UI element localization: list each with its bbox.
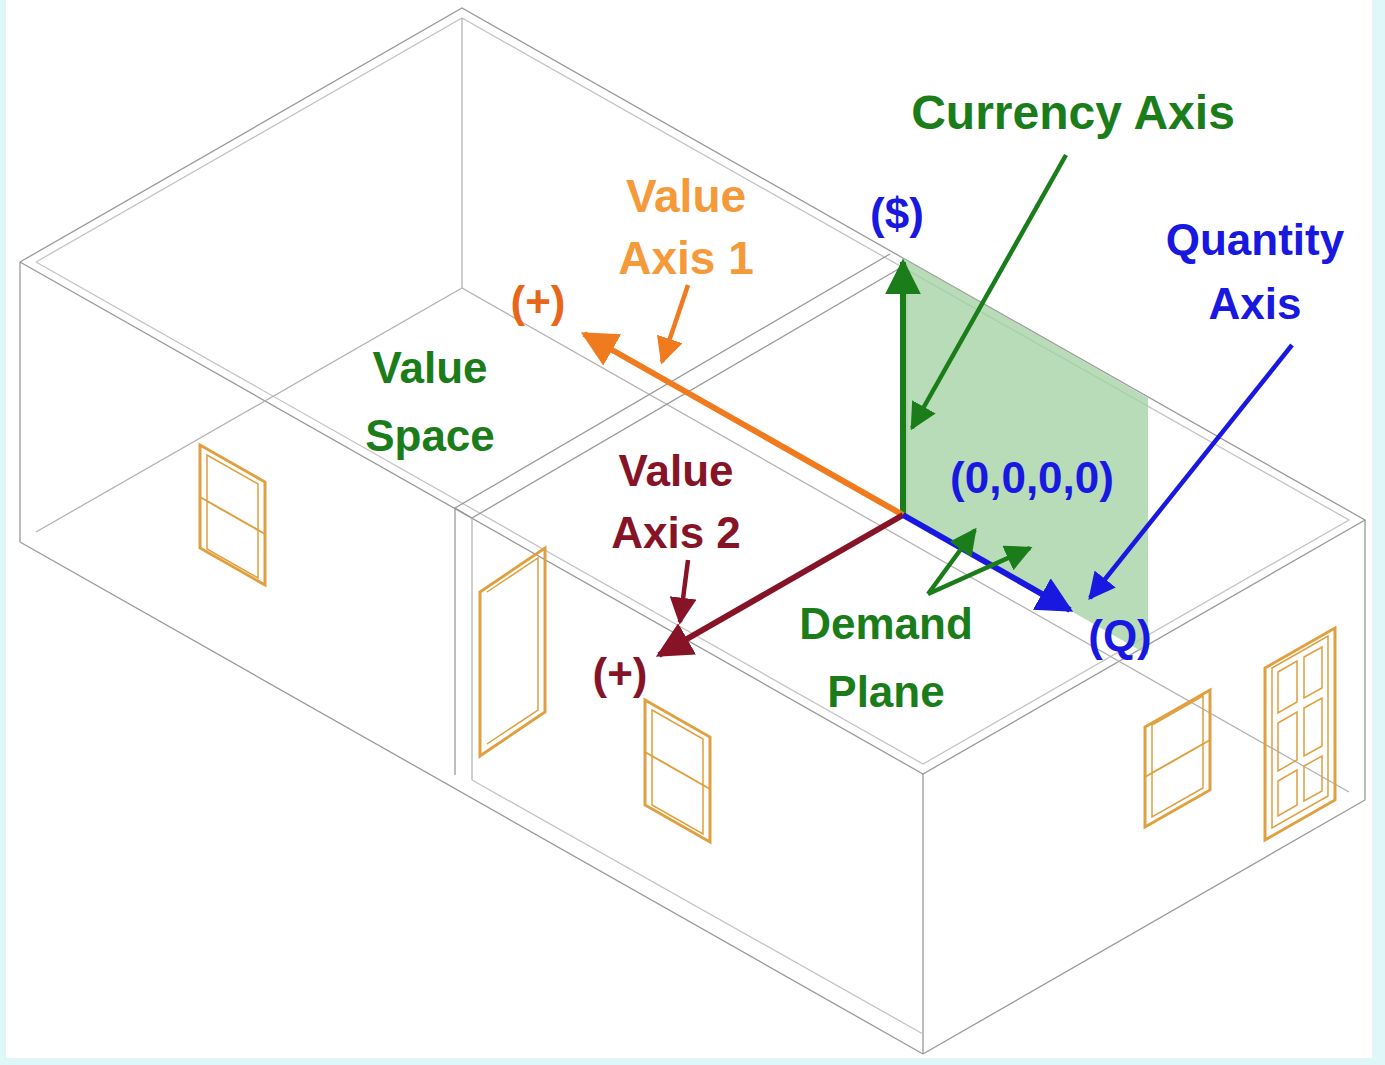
leader-line bbox=[1090, 345, 1292, 598]
currency-axis bbox=[900, 262, 906, 515]
axis-end-label: (+) bbox=[488, 276, 588, 329]
house-wireframe bbox=[20, 8, 1365, 1054]
quantity-axis bbox=[903, 515, 1070, 610]
axis-end-label: ($) bbox=[842, 188, 952, 241]
leader-line bbox=[912, 155, 1066, 428]
origin-label: (0,0,0,0) bbox=[912, 452, 1152, 505]
axis-end-label: (+) bbox=[570, 648, 670, 701]
leader-line bbox=[680, 560, 688, 622]
page-ground bbox=[6, 0, 1372, 1058]
axis-label: Value Axis 1 bbox=[586, 165, 786, 289]
axis-label: Value Axis 2 bbox=[576, 440, 776, 563]
leader-line bbox=[662, 285, 688, 362]
region-label: Value Space bbox=[330, 334, 530, 470]
axis-label: Quantity Axis bbox=[1136, 208, 1374, 336]
axis-end-label: (Q) bbox=[1065, 610, 1175, 663]
leader-line bbox=[928, 548, 1030, 594]
region-label: Demand Plane bbox=[766, 590, 1006, 726]
axis-label: Currency Axis bbox=[843, 84, 1303, 142]
